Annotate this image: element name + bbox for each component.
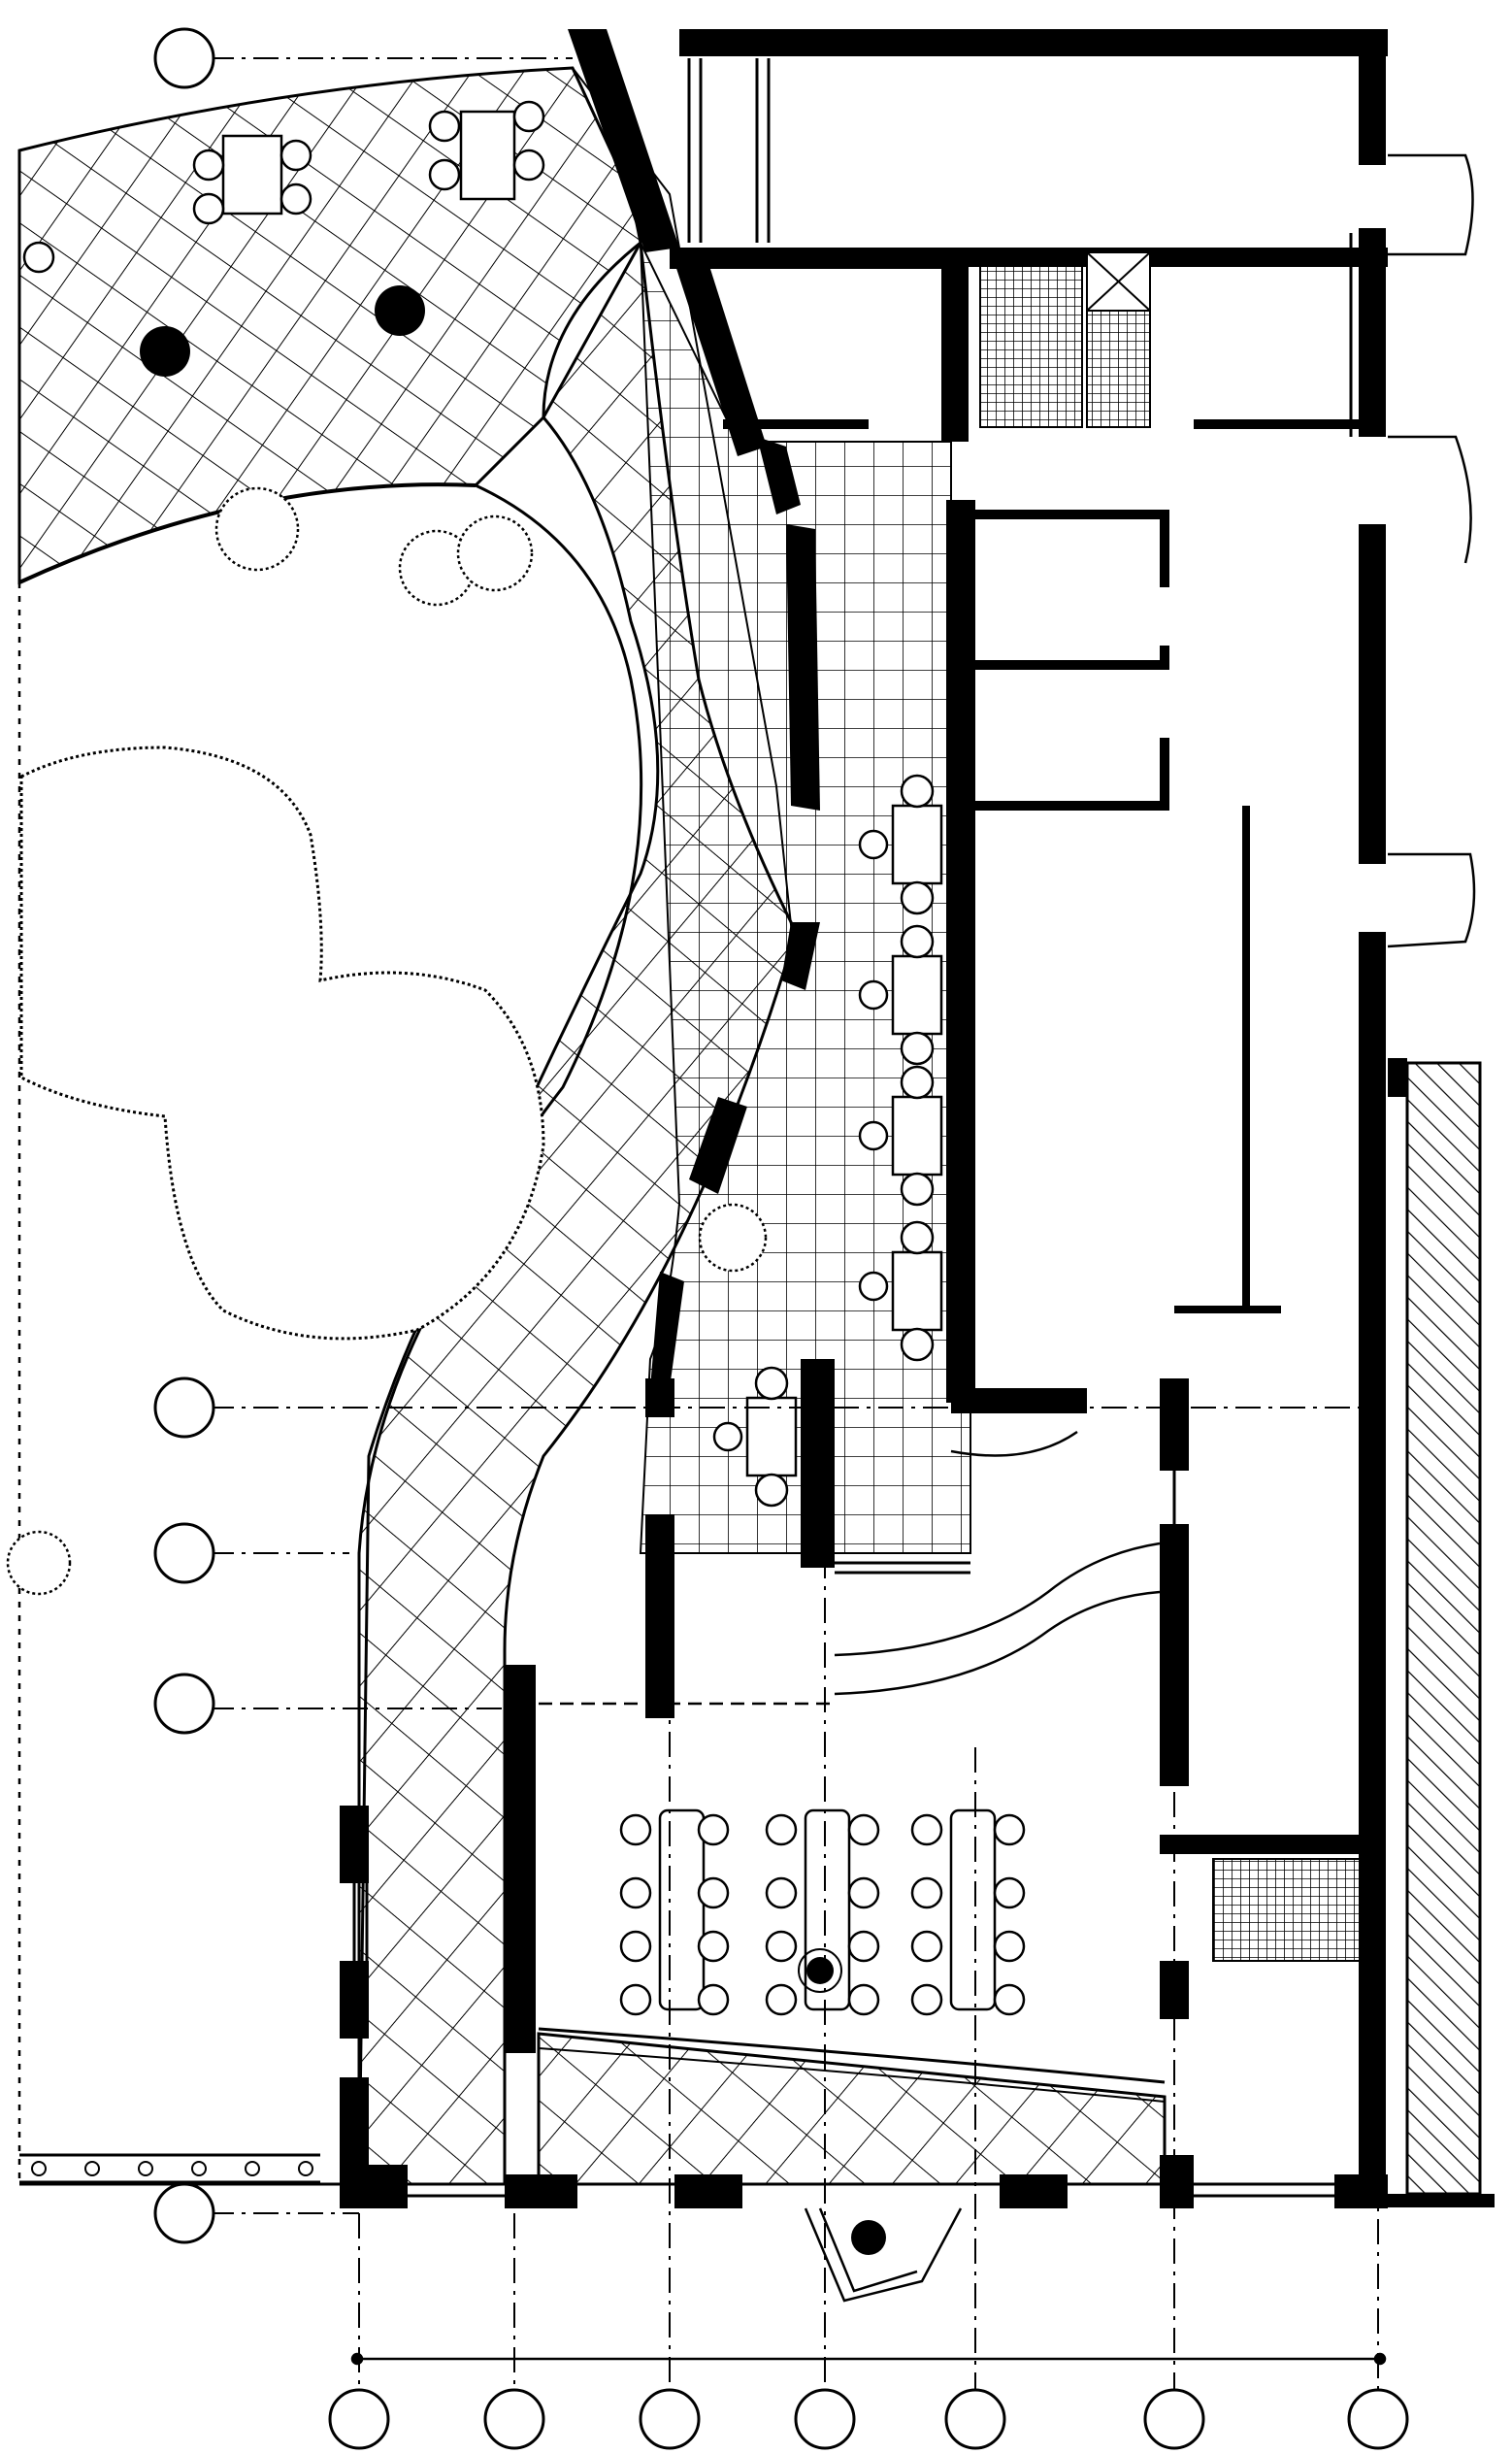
curved-ramp [539,1542,1161,1706]
grid-bubbles-bottom [328,2388,1409,2450]
banquet-paving [537,2027,1167,2186]
shrub-cluster [6,486,768,1596]
entrance-canopy [804,2207,963,2303]
door-swings [950,153,1476,1457]
railing-bollards [31,2161,313,2176]
service-rooms [979,251,1369,1962]
grid-bubbles-left [153,27,215,2244]
structural-columns [140,285,886,2255]
column-ring [798,1948,842,1993]
grid-lines [209,57,1379,2417]
terrace-tables [22,100,545,274]
terrace-paving [17,66,642,585]
hedge-mass [19,746,545,1341]
grid-dimension-line [350,2352,1387,2366]
window-lines [19,58,1364,2198]
cafe-tables [712,774,943,1508]
banquet-tables [619,1808,1026,2016]
adjacent-building-hatch [1388,1061,1495,2207]
